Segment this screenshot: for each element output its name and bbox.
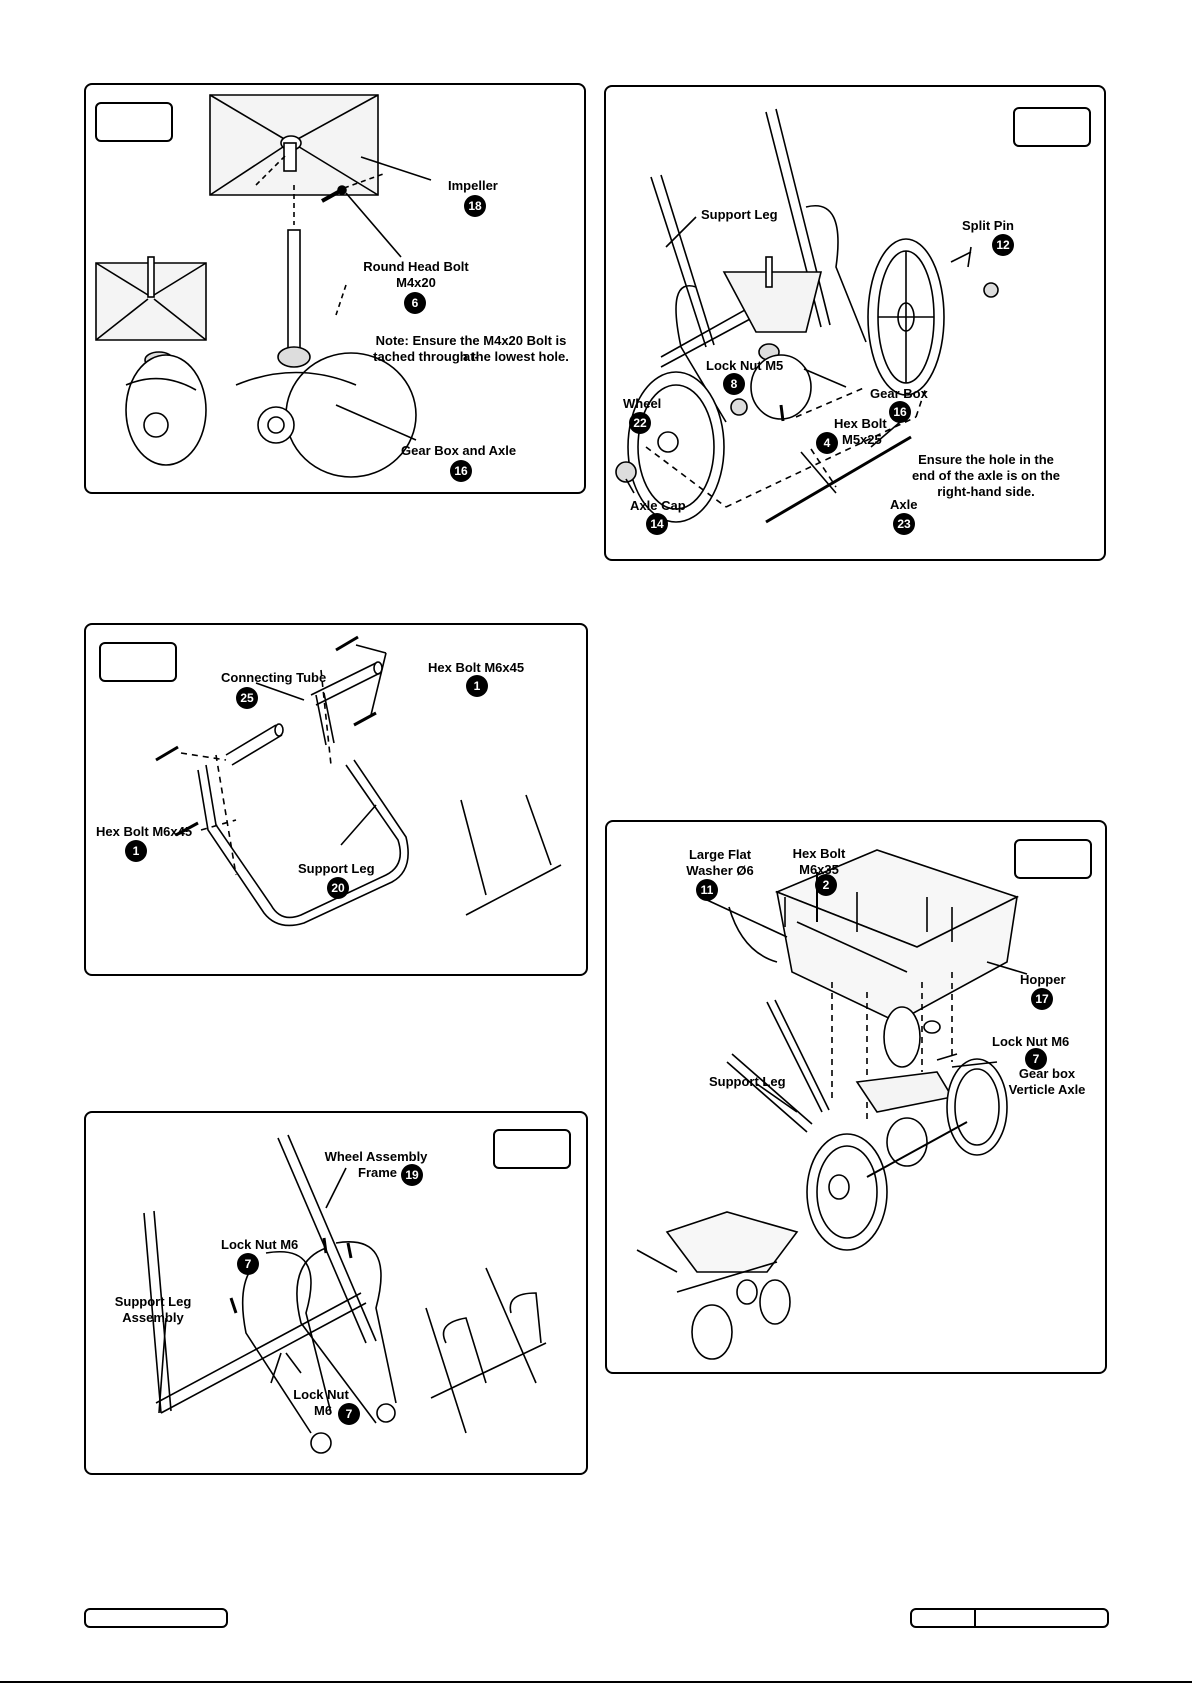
figure-number-box (95, 102, 173, 142)
footer-right-box (910, 1608, 1109, 1628)
figure-wheels-panel: Support Leg Split Pin 12 Lock Nut M5 8 G… (604, 85, 1106, 561)
lock-nut-m6-bottom-size: M6 (314, 1403, 333, 1418)
lock-nut-m6-bottom-label: Lock Nut (293, 1387, 349, 1402)
lock-nut-m5-label: Lock Nut M5 (706, 358, 784, 373)
hex-bolt-m5-size: M5x25 (842, 432, 882, 447)
lock-nut-m6-top-part-number: 7 (237, 1253, 259, 1275)
gear-box-label: Gear Box (870, 386, 928, 401)
figure-number-box (99, 642, 177, 682)
round-head-bolt-size: M4x20 (396, 275, 436, 290)
footer-left-box (84, 1608, 228, 1628)
wheel-assembly-frame-text: Frame (358, 1165, 398, 1180)
large-flat-washer-label: Large Flat (688, 847, 752, 862)
gear-box-axle-part-number: 16 (450, 460, 472, 482)
support-leg-label: Support Leg (701, 207, 778, 222)
footer-right-divider (974, 1610, 976, 1626)
support-leg-label: Support Leg (298, 861, 375, 876)
hex-bolt-m6x45-left-label: Hex Bolt M6x45 (96, 824, 193, 839)
lock-nut-m6-top-label: Lock Nut M6 (221, 1237, 299, 1252)
hopper-part-number: 17 (1031, 988, 1053, 1010)
page-bottom-rule (0, 1681, 1192, 1683)
hex-bolt-m6x35-label: Hex Bolt (792, 846, 846, 861)
wheel-axle-illustration (615, 108, 999, 524)
impeller-label: Impeller (448, 178, 498, 193)
figure-number-box (1013, 107, 1091, 147)
impeller-gearbox-illustration (95, 94, 432, 478)
axle-hole-note-line-2: end of the axle is on the (911, 468, 1061, 483)
wheel-part-number: 22 (629, 412, 651, 434)
axle-cap-label: Axle Cap (630, 498, 686, 513)
support-leg-assembly-label: Support Leg (114, 1294, 192, 1309)
large-flat-washer-part-number: 11 (696, 879, 718, 901)
axle-part-number: 23 (893, 513, 915, 535)
gear-box-axle-label: Gear Box and Axle (401, 443, 517, 458)
hex-bolt-m5-part-number: 4 (816, 432, 838, 454)
bolt-note-line-2: tached through the lowest hole. (373, 349, 569, 364)
round-head-bolt-label: Round Head Bolt (363, 259, 469, 274)
hex-bolt-m6x45-top-label: Hex Bolt M6x45 (428, 660, 525, 675)
wheel-frame-illustration (143, 1134, 547, 1454)
hex-bolt-m5-label: Hex Bolt (834, 416, 887, 431)
lock-nut-m6-label: Lock Nut M6 (992, 1034, 1070, 1049)
round-head-bolt-part-number: 6 (404, 292, 426, 314)
support-leg-illustration (155, 635, 562, 927)
figure-support-leg-panel: Connecting Tube 25 Hex Bolt M6x45 1 Hex … (84, 623, 588, 976)
hex-bolt-m6x35-part-number: 2 (815, 874, 837, 896)
lock-nut-m6-bottom-part-number: 7 (338, 1403, 360, 1425)
support-leg-label: Support Leg (709, 1074, 786, 1089)
support-leg-assembly-text: Assembly (122, 1310, 184, 1325)
large-flat-washer-size: Washer Ø6 (686, 863, 754, 878)
hopper-illustration (636, 849, 1028, 1360)
bolt-note-line-1: Note: Ensure the M4x20 Bolt is at- (375, 333, 567, 364)
connecting-tube-label: Connecting Tube (221, 670, 327, 685)
figure-wheel-frame-panel: Wheel Assembly Frame 19 Lock Nut M6 7 Su… (84, 1111, 588, 1475)
figure-hopper-panel: Large Flat Washer Ø6 11 Hex Bolt M6x35 2… (605, 820, 1107, 1374)
wheel-label: Wheel (623, 396, 662, 411)
figure-number-box (1014, 839, 1092, 879)
hopper-label: Hopper (1020, 972, 1066, 987)
support-leg-part-number: 20 (327, 877, 349, 899)
axle-cap-part-number: 14 (646, 513, 668, 535)
hex-bolt-m6x45-top-part-number: 1 (466, 675, 488, 697)
axle-hole-note-line-3: right-hand side. (937, 484, 1035, 499)
wheel-assembly-frame-label: Wheel Assembly (324, 1149, 428, 1164)
axle-hole-note-line-1: Ensure the hole in the (918, 452, 1054, 467)
hex-bolt-m6x35-size: M6x35 (799, 862, 839, 877)
lock-nut-m6-part-number: 7 (1025, 1048, 1047, 1070)
figure-impeller-panel: Impeller 18 Round Head Bolt M4x20 6 Note… (84, 83, 586, 494)
impeller-part-number: 18 (464, 195, 486, 217)
connecting-tube-part-number: 25 (236, 687, 258, 709)
hex-bolt-m6x45-left-part-number: 1 (125, 840, 147, 862)
figure-number-box (493, 1129, 571, 1169)
lock-nut-m5-part-number: 8 (723, 373, 745, 395)
wheel-assembly-frame-part-number: 19 (401, 1164, 423, 1186)
gear-box-vertical-axle-text: Verticle Axle (1008, 1082, 1086, 1097)
split-pin-label: Split Pin (962, 218, 1014, 233)
split-pin-part-number: 12 (992, 234, 1014, 256)
gear-box-vertical-axle-label: Gear box (1018, 1066, 1076, 1081)
gear-box-part-number: 16 (889, 401, 911, 423)
axle-label: Axle (890, 497, 918, 512)
